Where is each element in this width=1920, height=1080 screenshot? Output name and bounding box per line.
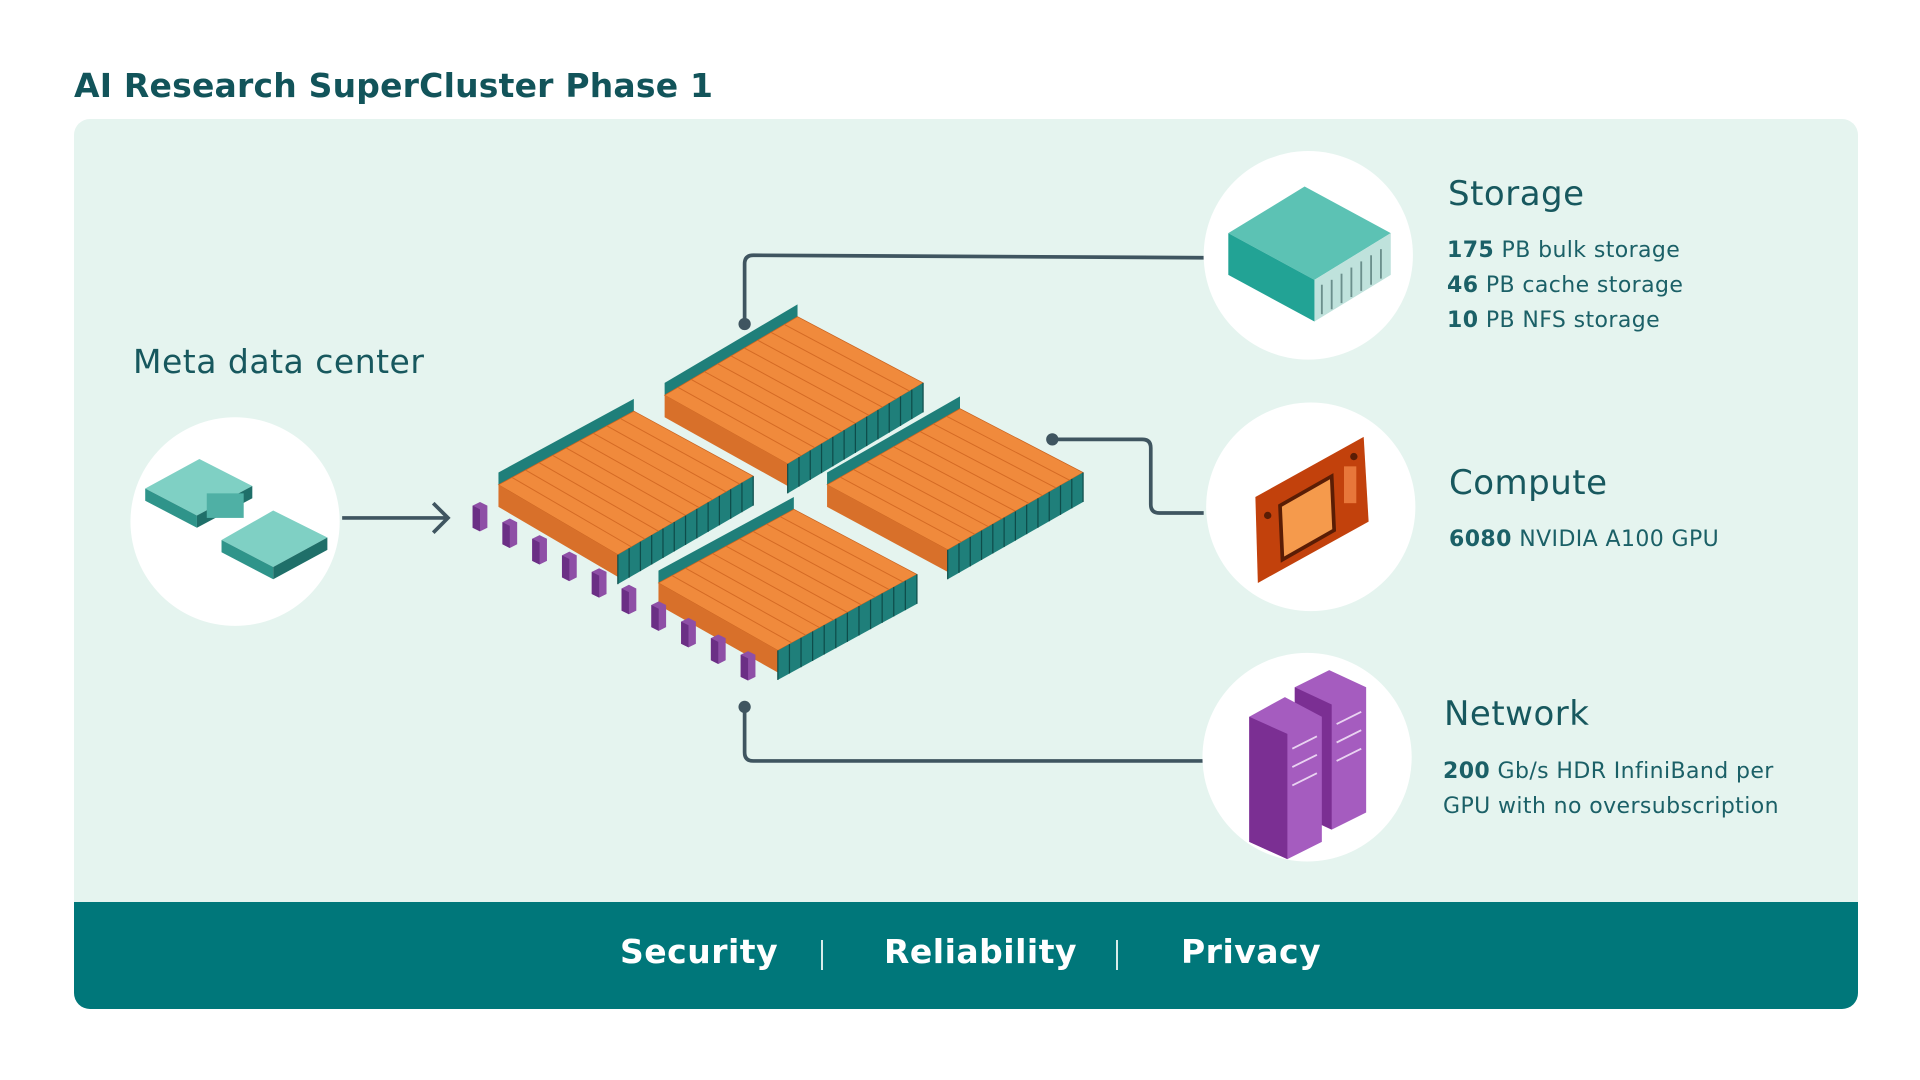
block-grid-line [757, 339, 883, 408]
block-grid-line [712, 553, 834, 621]
compute-item: 6080 NVIDIA A100 GPU [1449, 527, 1719, 552]
block-grid-line [893, 446, 1016, 512]
data-center-circle [130, 417, 340, 626]
compute-item-value: 6080 [1449, 527, 1512, 552]
rack-row [664, 304, 798, 396]
storage-item-text: PB NFS storage [1485, 308, 1661, 333]
footer-security: Security [620, 932, 779, 971]
gpu-board-icon [1255, 436, 1369, 583]
server-block-side [664, 395, 788, 486]
block-grid-line [866, 461, 989, 528]
block-grid-line [525, 469, 646, 540]
network-item-text: GPU with no oversubscription [1443, 794, 1779, 819]
arrow-icon [342, 501, 451, 534]
network-connector [742, 706, 1204, 763]
block-grid-line [704, 371, 829, 441]
block-grid-line [685, 567, 806, 636]
block-grid-line [565, 447, 686, 516]
block-grid-line [770, 331, 897, 400]
storage-item-value: 175 [1447, 238, 1495, 263]
server-block-side [498, 484, 618, 577]
footer-reliability: Reliability [884, 932, 1078, 971]
block-grid-line [725, 545, 848, 613]
network-rack-icon [1249, 670, 1367, 860]
block-grid-line [766, 523, 890, 591]
rack-row [658, 497, 794, 583]
network-item-value: 200 [1443, 759, 1491, 784]
block-grid-line [853, 469, 976, 535]
block-grid-line [739, 538, 862, 606]
block-grid-line [606, 425, 727, 493]
network-switch-side [472, 505, 480, 532]
network-switch-side [740, 654, 749, 681]
storage-item-value: 10 [1447, 308, 1479, 333]
storage-item-text: PB bulk storage [1501, 238, 1681, 263]
block-grid-line [552, 454, 673, 524]
storage-server-icon [1228, 186, 1391, 322]
block-grid-line [690, 379, 816, 449]
network-switch-side [710, 638, 719, 664]
block-grid-line [946, 415, 1070, 481]
block-grid-line [840, 476, 962, 543]
network-item-text: Gb/s HDR InfiniBand per [1497, 759, 1774, 784]
storage-item-text: PB cache storage [1485, 273, 1684, 298]
network-switch-side [681, 621, 689, 648]
footer-privacy: Privacy [1181, 932, 1322, 971]
block-grid-line [744, 347, 870, 416]
block-grid-line [538, 462, 659, 532]
network-switch-side [591, 571, 600, 598]
block-grid-line [780, 516, 904, 583]
block-grid-line [880, 453, 1003, 520]
connectors [342, 253, 1204, 763]
storage-item: 175 PB bulk storage [1447, 238, 1680, 263]
block-grid-line [906, 438, 1030, 504]
page-title: AI Research SuperCluster Phase 1 [74, 66, 714, 105]
data-center-icon [145, 459, 328, 580]
footer-divider [1116, 940, 1118, 970]
network-switch-side [651, 605, 659, 631]
storage-item: 46 PB cache storage [1447, 273, 1683, 298]
storage-item-value: 46 [1447, 273, 1479, 298]
block-grid-line [784, 324, 910, 392]
block-grid-line [730, 355, 856, 424]
block-grid-line [579, 440, 700, 509]
compute-cluster [472, 304, 1084, 681]
rack-row [827, 396, 960, 485]
block-grid-line [671, 575, 792, 644]
block-grid-line [752, 530, 876, 598]
data-center-label: Meta data center [133, 342, 425, 381]
network-switch-side [561, 555, 570, 582]
block-grid-line [717, 363, 843, 432]
server-block-side [658, 582, 778, 673]
footer-divider [821, 940, 823, 970]
block-grid-line [592, 432, 713, 501]
compute-item-text: NVIDIA A100 GPU [1519, 527, 1720, 552]
network-switch-side [532, 538, 540, 565]
storage-item: 10 PB NFS storage [1447, 308, 1660, 333]
block-grid-line [677, 386, 802, 457]
footer-bar [74, 902, 1858, 1009]
block-grid-line [698, 560, 820, 629]
compute-connector [1052, 437, 1204, 515]
network-item: 200 Gb/s HDR InfiniBand per [1443, 759, 1774, 784]
network-item: GPU with no oversubscription [1443, 794, 1779, 819]
storage-connector [742, 253, 1204, 324]
block-grid-line [620, 418, 740, 485]
network-switch-side [621, 588, 629, 615]
rack-row [498, 398, 634, 485]
block-grid-line [919, 431, 1043, 497]
compute-title: Compute [1449, 463, 1608, 503]
network-title: Network [1444, 694, 1590, 734]
block-grid-line [933, 423, 1057, 489]
block-grid-line [511, 476, 632, 548]
storage-title: Storage [1448, 174, 1585, 214]
server-block-side [827, 484, 948, 572]
network-switch-side [502, 522, 510, 548]
